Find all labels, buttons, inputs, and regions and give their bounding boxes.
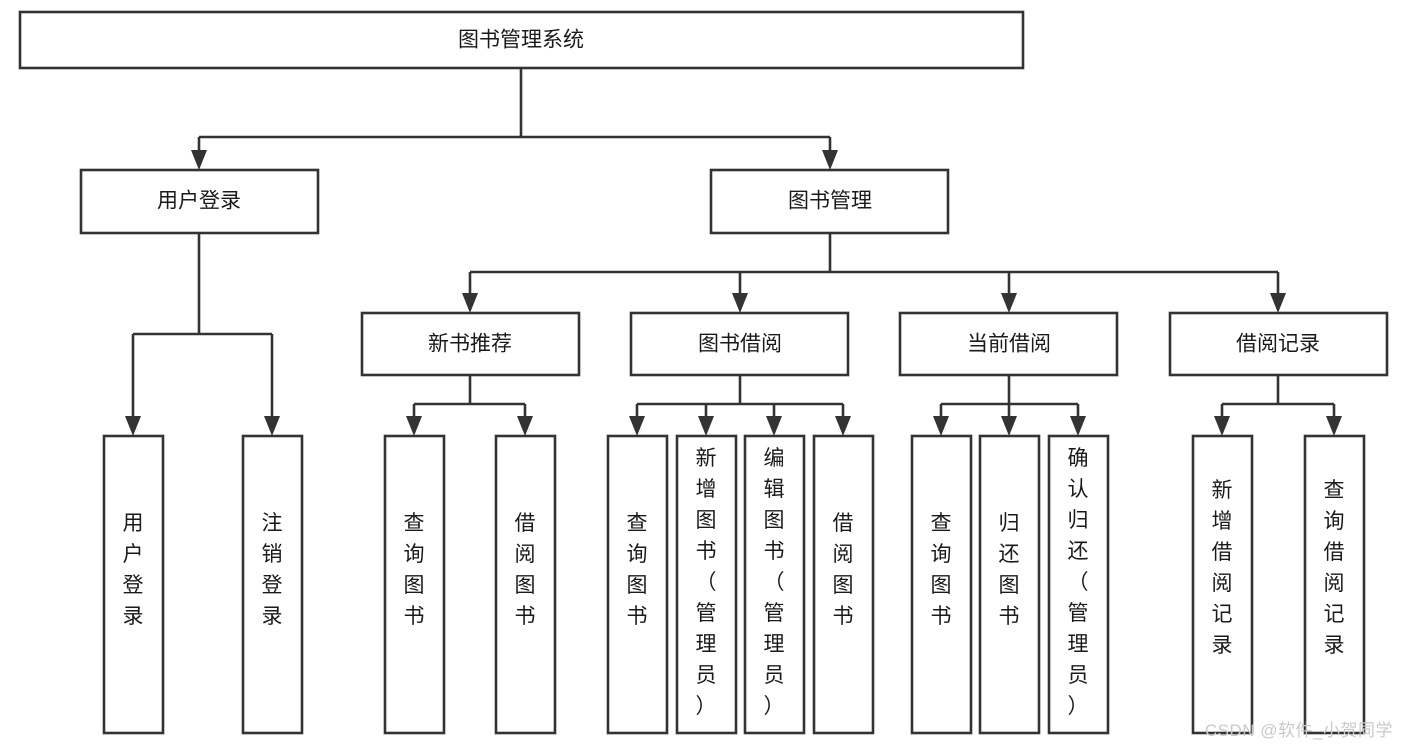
- arrow-to-leaf-query-book-3: [933, 416, 949, 436]
- node-new-book-recommend-box[interactable]: [360, 311, 581, 377]
- leaf-logout-box[interactable]: [241, 434, 304, 735]
- leaf-borrow-book-2-label: 借阅图书: [833, 512, 854, 628]
- leaf-borrow-book-1-label: 借阅图书: [515, 512, 536, 628]
- leaf-return-book[interactable]: 归还图书: [978, 434, 1041, 735]
- leaf-edit-book-label: 编辑图书（管理员）: [764, 447, 785, 718]
- arrow-to-leaf-add-record: [1214, 416, 1230, 436]
- node-book-borrow-label: 图书借阅: [698, 333, 782, 356]
- arrow-to-leaf-query-record: [1326, 416, 1342, 436]
- leaf-query-book-1-label: 查询图书: [404, 512, 425, 628]
- arrow-to-leaf-logout: [264, 416, 280, 436]
- leaf-edit-book[interactable]: 编辑图书（管理员）: [743, 434, 806, 735]
- arrow-to-book-borrow: [732, 293, 748, 313]
- leaf-query-book-3-label: 查询图书: [931, 512, 952, 628]
- arrow-to-leaf-return-book: [1001, 416, 1017, 436]
- arrow-to-leaf-edit-book: [766, 416, 782, 436]
- node-borrow-record-box[interactable]: [1168, 311, 1389, 377]
- leaf-confirm-return-label: 确认归还（管理员）: [1068, 447, 1089, 718]
- leaf-query-book-1-box[interactable]: [383, 434, 446, 735]
- arrow-to-new-book-recommend: [462, 293, 478, 313]
- leaf-confirm-return-box[interactable]: [1047, 434, 1110, 735]
- leaf-query-record-label: 查询借阅记录: [1324, 479, 1345, 657]
- leaf-borrow-book-1-box[interactable]: [494, 434, 557, 735]
- leaf-query-book-1[interactable]: 查询图书: [383, 434, 446, 735]
- node-new-book-recommend[interactable]: 新书推荐: [360, 311, 581, 377]
- node-new-book-recommend-label: 新书推荐: [428, 333, 512, 356]
- leaf-return-book-box[interactable]: [978, 434, 1041, 735]
- leaf-user-login-box[interactable]: [102, 434, 165, 735]
- leaf-borrow-book-1[interactable]: 借阅图书: [494, 434, 557, 735]
- leaf-query-book-2-label: 查询图书: [627, 512, 648, 628]
- leaf-borrow-book-2[interactable]: 借阅图书: [812, 434, 875, 735]
- leaf-query-book-2-box[interactable]: [606, 434, 669, 735]
- node-borrow-record-label: 借阅记录: [1236, 333, 1320, 356]
- leaf-logout[interactable]: 注销登录: [241, 434, 304, 735]
- leaf-user-login[interactable]: 用户登录: [102, 434, 165, 735]
- arrow-to-leaf-borrow-book-1: [517, 416, 533, 436]
- leaf-add-record[interactable]: 新增借阅记录: [1191, 434, 1254, 735]
- leaf-query-record[interactable]: 查询借阅记录: [1303, 434, 1366, 735]
- leaf-confirm-return[interactable]: 确认归还（管理员）: [1047, 434, 1110, 735]
- leaf-logout-label: 注销登录: [262, 512, 283, 628]
- arrow-to-leaf-user-login: [125, 416, 141, 436]
- node-book-manage-box[interactable]: [709, 168, 950, 235]
- node-current-borrow-box[interactable]: [898, 311, 1119, 377]
- node-user-login-box[interactable]: [79, 168, 320, 235]
- leaf-add-record-label: 新增借阅记录: [1212, 479, 1233, 657]
- leaf-user-login-label: 用户登录: [123, 512, 144, 628]
- arrow-to-leaf-confirm-return: [1070, 416, 1086, 436]
- node-user-login[interactable]: 用户登录: [79, 168, 320, 235]
- leaf-query-book-2[interactable]: 查询图书: [606, 434, 669, 735]
- leaf-query-book-3-box[interactable]: [910, 434, 973, 735]
- connector-layer: [125, 68, 1342, 436]
- leaf-layer: 用户登录 注销登录 查询图书 借阅图书 查询图书 新增图书: [102, 434, 1366, 735]
- leaf-add-book[interactable]: 新增图书（管理员）: [675, 434, 738, 735]
- leaf-return-book-label: 归还图书: [999, 512, 1020, 628]
- arrow-to-current-borrow: [1001, 293, 1017, 313]
- node-root[interactable]: 图书管理系统: [18, 10, 1025, 70]
- node-user-login-label: 用户登录: [157, 190, 241, 213]
- arrow-root-to-user-login: [191, 150, 207, 170]
- leaf-borrow-book-2-box[interactable]: [812, 434, 875, 735]
- node-book-manage[interactable]: 图书管理: [709, 168, 950, 235]
- arrow-to-leaf-borrow-book-2: [835, 416, 851, 436]
- node-book-manage-label: 图书管理: [788, 190, 872, 213]
- node-root-box[interactable]: [18, 10, 1025, 70]
- leaf-edit-book-box[interactable]: [743, 434, 806, 735]
- node-borrow-record[interactable]: 借阅记录: [1168, 311, 1389, 377]
- leaf-add-record-box[interactable]: [1191, 434, 1254, 735]
- arrow-to-borrow-record: [1270, 293, 1286, 313]
- arrow-to-leaf-query-book-2: [629, 416, 645, 436]
- leaf-add-book-label: 新增图书（管理员）: [696, 447, 717, 718]
- arrow-to-leaf-add-book: [698, 416, 714, 436]
- node-current-borrow-label: 当前借阅: [967, 333, 1051, 356]
- leaf-query-record-box[interactable]: [1303, 434, 1366, 735]
- node-root-label: 图书管理系统: [458, 29, 584, 52]
- node-current-borrow[interactable]: 当前借阅: [898, 311, 1119, 377]
- node-book-borrow[interactable]: 图书借阅: [629, 311, 850, 377]
- arrow-root-to-book-manage: [822, 150, 838, 170]
- arrow-to-leaf-query-book-1: [406, 416, 422, 436]
- leaf-add-book-box[interactable]: [675, 434, 738, 735]
- node-book-borrow-box[interactable]: [629, 311, 850, 377]
- leaf-query-book-3[interactable]: 查询图书: [910, 434, 973, 735]
